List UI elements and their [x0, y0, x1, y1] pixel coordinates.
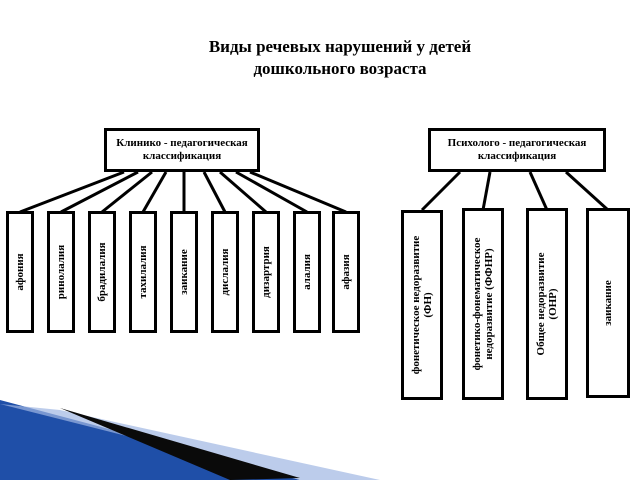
- leaf-rhinolalia: ринолалия: [47, 211, 75, 333]
- diagram-title: Виды речевых нарушений у детей дошкольно…: [150, 36, 530, 80]
- left-connector-line: [249, 170, 347, 214]
- left-connector-line: [60, 170, 139, 214]
- left-connectors: [19, 170, 347, 214]
- left-connector-line: [219, 170, 267, 214]
- title-line-2: дошкольного возраста: [253, 59, 427, 78]
- left-connector-line: [101, 170, 153, 214]
- right-connector-line: [528, 171, 549, 211]
- leaf-phonetic-underdevelopment: фонетическое недоразвитие (ФН): [401, 210, 443, 400]
- leaf-stuttering-right: заикание: [586, 208, 630, 398]
- leaf-aphasia: афазия: [332, 211, 360, 333]
- leaf-alalia: алалия: [293, 211, 321, 333]
- left-connector-line: [202, 171, 227, 213]
- left-connector-line: [141, 171, 168, 213]
- clinical-header-line-2: классификация: [142, 150, 222, 162]
- psycho-classification-header: Психолого - педагогическая классификация: [428, 128, 606, 172]
- psycho-header-line-1: Психолого - педагогическая: [447, 137, 587, 149]
- clinical-classification-header: Клинико - педагогическая классификация: [104, 128, 260, 172]
- leaf-general-underdevelopment: Общее недоразвитие (ОНР): [526, 208, 568, 400]
- swoosh-light-band: [0, 404, 380, 480]
- leaf-dysarthria: дизартрия: [252, 211, 280, 333]
- leaf-bradylalia: брадилалия: [88, 211, 116, 333]
- left-connector-line: [19, 170, 125, 214]
- right-connector-line: [481, 171, 492, 211]
- clinical-header-line-1: Клинико - педагогическая: [116, 137, 248, 149]
- swoosh-black-band: [60, 408, 300, 480]
- right-connector-line: [420, 170, 462, 212]
- leaf-aphonia: афония: [6, 211, 34, 333]
- leaf-stuttering: заикание: [170, 211, 198, 333]
- leaf-dyslalia: дислалия: [211, 211, 239, 333]
- leaf-phonetic-phonemic-underdevelopment: фонетико-фонематическое недоразвитие (ФФ…: [462, 208, 504, 400]
- left-connector-line: [235, 170, 308, 214]
- leaf-tachylalia: тахилалия: [129, 211, 157, 333]
- right-connectors: [420, 170, 610, 212]
- title-line-1: Виды речевых нарушений у детей: [208, 37, 472, 56]
- psycho-header-line-2: классификация: [477, 150, 557, 162]
- right-connector-line: [564, 170, 610, 212]
